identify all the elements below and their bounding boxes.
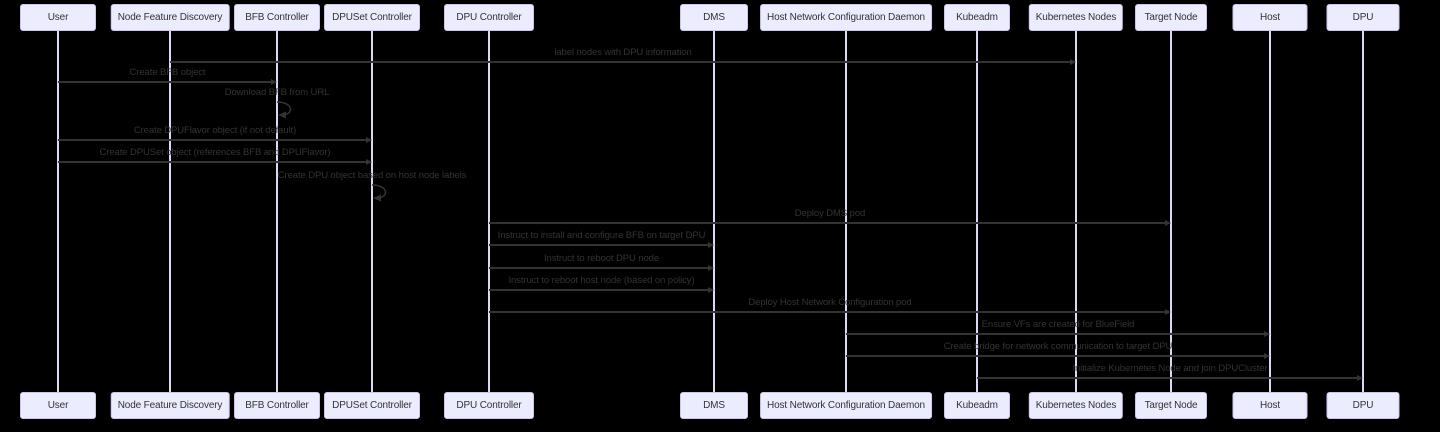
message-label: Create DPUSet object (references BFB and… — [99, 147, 331, 158]
message-arrowhead — [708, 264, 714, 271]
message-arrowhead — [708, 241, 714, 248]
message-label: Deploy DMS pod — [794, 208, 866, 219]
message-arrowhead — [366, 158, 372, 165]
lifeline-user — [57, 31, 59, 392]
message-label: Create DPU object based on host node lab… — [277, 170, 467, 181]
participant-top-box-k8snodes: Kubernetes Nodes — [1028, 4, 1124, 31]
lifeline-hncd — [845, 31, 847, 392]
lifeline-host — [1269, 31, 1271, 392]
lifeline-nfd — [169, 31, 171, 392]
participant-top-box-target: Target Node — [1135, 4, 1207, 31]
message-label: Instruct to reboot DPU node — [543, 253, 660, 264]
message-arrow-line — [846, 355, 1265, 357]
participant-bottom-box-bfb: BFB Controller — [234, 392, 320, 419]
message-arrow-line — [489, 244, 709, 246]
participant-top-box-dpuctl: DPU Controller — [444, 4, 534, 31]
lifeline-dpu — [1362, 31, 1364, 392]
lifeline-target — [1170, 31, 1172, 392]
message-arrowhead — [1165, 308, 1171, 315]
message-arrow-line — [489, 267, 709, 269]
self-message-loop — [371, 184, 387, 202]
message-arrow-line — [58, 139, 367, 141]
message-label: Instruct to reboot host node (based on p… — [508, 275, 695, 286]
message-arrowhead — [1264, 330, 1270, 337]
participant-bottom-box-k8snodes: Kubernetes Nodes — [1028, 392, 1124, 419]
message-arrow-line — [846, 333, 1265, 335]
message-label: Initialize Kubernetes Node and join DPUC… — [1072, 363, 1268, 374]
participant-top-box-host: Host — [1232, 4, 1308, 31]
message-arrow-line — [489, 289, 709, 291]
participant-bottom-box-nfd: Node Feature Discovery — [110, 392, 230, 419]
message-arrowhead — [1070, 58, 1076, 65]
message-label: Create DPUFlavor object (if not default) — [133, 125, 297, 136]
message-label: Instruct to install and configure BFB on… — [497, 230, 706, 241]
self-message-loop — [276, 101, 292, 119]
message-arrow-line — [58, 81, 272, 83]
lifeline-kubeadm — [976, 31, 978, 392]
message-arrow-line — [489, 311, 1166, 313]
message-label: Create bridge for network communication … — [943, 341, 1173, 352]
lifeline-dpuctl — [488, 31, 490, 392]
lifeline-k8snodes — [1075, 31, 1077, 392]
participant-top-box-dms: DMS — [680, 4, 748, 31]
participant-top-box-hncd: Host Network Configuration Daemon — [760, 4, 932, 31]
participant-bottom-box-kubeadm: Kubeadm — [944, 392, 1010, 419]
message-arrow-line — [977, 377, 1358, 379]
message-arrow-line — [170, 61, 1071, 63]
message-arrowhead — [1357, 374, 1363, 381]
message-arrowhead — [271, 78, 277, 85]
participant-top-box-user: User — [20, 4, 96, 31]
message-arrowhead — [1264, 352, 1270, 359]
lifeline-dpuset — [371, 31, 373, 392]
lifeline-dms — [713, 31, 715, 392]
message-label: Download BFB from URL — [224, 87, 330, 98]
message-arrow-line — [58, 161, 367, 163]
participant-top-box-nfd: Node Feature Discovery — [110, 4, 230, 31]
message-label: Create BFB object — [129, 67, 206, 78]
participant-top-box-bfb: BFB Controller — [234, 4, 320, 31]
lifeline-bfb — [276, 31, 278, 392]
participant-bottom-box-dpuctl: DPU Controller — [444, 392, 534, 419]
participant-bottom-box-dms: DMS — [680, 392, 748, 419]
message-label: Ensure VFs are created for BlueField — [981, 319, 1135, 330]
participant-bottom-box-dpu: DPU — [1326, 392, 1400, 419]
participant-bottom-box-target: Target Node — [1135, 392, 1207, 419]
participant-bottom-box-host: Host — [1232, 392, 1308, 419]
message-label: Deploy Host Network Configuration pod — [748, 297, 912, 308]
message-label: label nodes with DPU information — [554, 47, 692, 58]
participant-bottom-box-user: User — [20, 392, 96, 419]
message-arrowhead — [1165, 219, 1171, 226]
message-arrow-line — [489, 222, 1166, 224]
message-arrowhead — [708, 286, 714, 293]
participant-top-box-dpu: DPU — [1326, 4, 1400, 31]
participant-bottom-box-hncd: Host Network Configuration Daemon — [760, 392, 932, 419]
participant-top-box-dpuset: DPUSet Controller — [324, 4, 420, 31]
participant-bottom-box-dpuset: DPUSet Controller — [324, 392, 420, 419]
message-arrowhead — [366, 136, 372, 143]
participant-top-box-kubeadm: Kubeadm — [944, 4, 1010, 31]
